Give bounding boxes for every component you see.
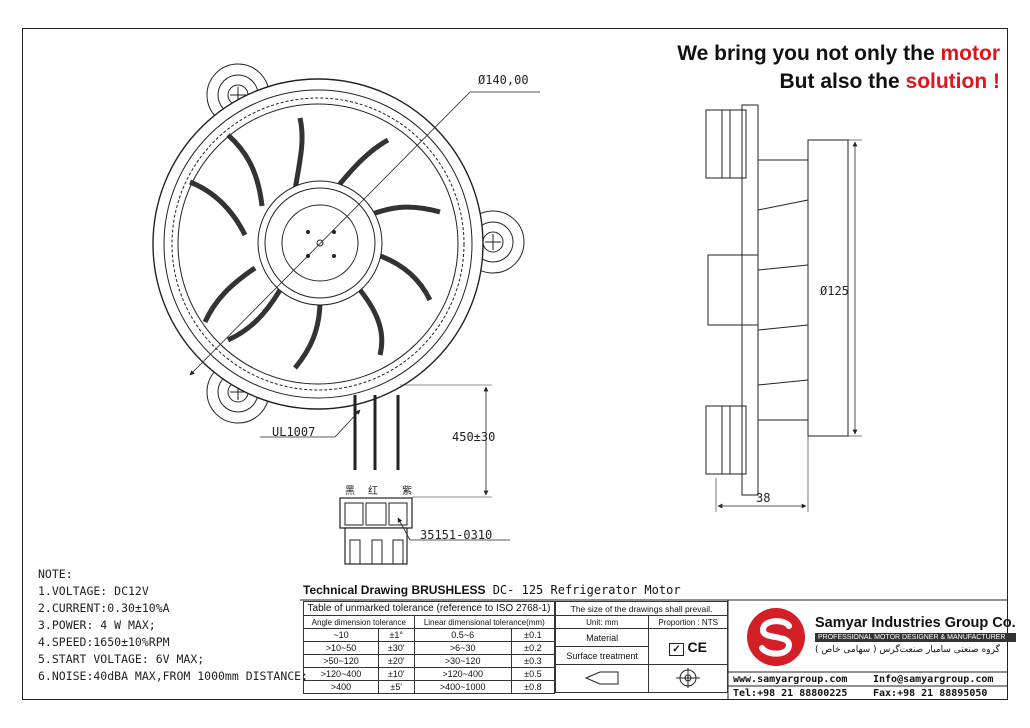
material-table: The size of the drawings shall prevail. … xyxy=(554,601,728,693)
company-name: Samyar Industries Group Co. xyxy=(815,615,1016,631)
table-row: >50~120±20'>30~120±0.3 xyxy=(303,654,556,668)
certification-marks: ✓ CE xyxy=(648,628,728,665)
company-block: Samyar Industries Group Co. PROFESSIONAL… xyxy=(815,615,1016,655)
tolerance-table: Table of unmarked tolerance (reference t… xyxy=(303,601,556,694)
table-row: ~10±1°0.5~6±0.1 xyxy=(303,628,556,642)
projection-circle-icon xyxy=(648,664,728,693)
fan-side-view xyxy=(705,104,862,512)
dim-diameter-side: Ø125 xyxy=(820,284,849,298)
website-link[interactable]: www.samyargroup.com xyxy=(733,674,848,685)
table-row: >400±5'>400~1000±0.8 xyxy=(303,680,556,694)
surface-label: Surface treatment xyxy=(554,646,650,665)
proportion-label: Proportion : NTS xyxy=(648,615,728,629)
rohs-icon: ✓ xyxy=(669,642,684,656)
wire-color-1: 黑 xyxy=(345,486,355,497)
wire-color-3: 紫 xyxy=(402,486,412,497)
company-logo-icon xyxy=(747,608,805,666)
note-item: 6.NOISE:40dBA MAX,FROM 1000mm DISTANCE; xyxy=(38,669,309,683)
angle-header: Angle dimension tolerance xyxy=(303,615,415,629)
cable-label: UL1007 xyxy=(272,425,316,439)
table-row: >120~400±10'>120~400±0.5 xyxy=(303,667,556,681)
company-persian-name: گروه صنعتی سامیار صنعت‌گرس ( سهامی خاص ) xyxy=(815,645,1000,655)
notes-block: NOTE: 1.VOLTAGE: DC12V 2.CURRENT:0.30±10… xyxy=(38,566,308,685)
telephone: Tel:+98 21 88800225 xyxy=(733,688,848,699)
drawing-title: Technical Drawing BRUSHLESS DC- 125 Refr… xyxy=(303,583,681,597)
note-item: 1.VOLTAGE: DC12V xyxy=(38,584,149,598)
unit-label: Unit: mm xyxy=(554,615,650,629)
linear-header: Linear dimensional tolerance(mm) xyxy=(413,615,556,629)
email-link[interactable]: Info@samyargroup.com xyxy=(873,674,994,685)
headline-line-2: But also the solution ! xyxy=(779,70,1001,93)
company-tagline: PROFESSIONAL MOTOR DESIGNER & MANUFACTUR… xyxy=(815,633,1016,642)
note-item: 5.START VOLTAGE: 6V MAX; xyxy=(38,652,205,666)
note-item: 3.POWER: 4 W MAX; xyxy=(38,618,156,632)
projection-cone-icon xyxy=(554,664,650,693)
drawing-frame xyxy=(22,28,1008,700)
fan-front-view xyxy=(152,63,540,565)
wire-color-2: 红 xyxy=(368,486,378,497)
note-item: 4.SPEED:1650±10%RPM xyxy=(38,635,170,649)
dim-diameter-front: Ø140,00 xyxy=(478,73,529,87)
prevail-note: The size of the drawings shall prevail. xyxy=(555,601,728,616)
title-block-lines xyxy=(300,599,1008,700)
dim-depth: 38 xyxy=(756,491,771,505)
note-item: 2.CURRENT:0.30±10%A xyxy=(38,601,170,615)
table-row: >10~50±30'>6~30±0.2 xyxy=(303,641,556,655)
connector-label: 35151-0310 xyxy=(420,528,493,542)
notes-title: NOTE: xyxy=(38,567,73,581)
material-label: Material xyxy=(554,628,650,647)
dim-lead-length: 450±30 xyxy=(452,430,496,444)
fax: Fax:+98 21 88895050 xyxy=(873,688,988,699)
tolerance-table-heading: Table of unmarked tolerance (reference t… xyxy=(303,601,555,616)
headline-line-1: We bring you not only the motor xyxy=(677,42,1000,65)
ce-mark: CE xyxy=(687,638,707,655)
